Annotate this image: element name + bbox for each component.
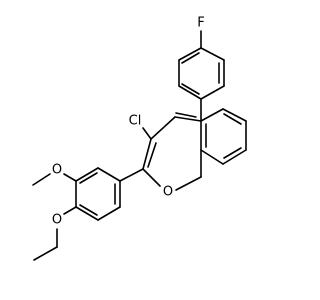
bond xyxy=(200,85,225,100)
bond xyxy=(200,149,224,165)
bond-to-oxygen xyxy=(63,173,77,182)
bond xyxy=(174,116,202,122)
bond xyxy=(97,206,121,221)
bond xyxy=(150,116,176,140)
double-bond-inner xyxy=(181,83,200,95)
bond xyxy=(200,108,224,122)
dimethoxyphenyl-ring xyxy=(75,167,144,221)
bond xyxy=(75,206,99,221)
double-bond-inner xyxy=(223,147,242,159)
fluorine-label: F xyxy=(197,16,204,31)
molecule-canvas: F Cl O O O xyxy=(32,15,247,261)
double-bond-inner xyxy=(79,204,98,216)
double-bond-inner xyxy=(223,113,242,125)
methyl-bond xyxy=(32,173,51,186)
double-bond-inner xyxy=(79,172,98,184)
double-bond-inner xyxy=(175,112,197,118)
bond-to-oxygen xyxy=(63,206,77,215)
oxepine-ring xyxy=(142,98,202,191)
bond-to-chlorine xyxy=(142,127,152,140)
bond-to-oxygen xyxy=(175,176,202,191)
ring-oxygen-label: O xyxy=(163,185,173,200)
chlorine-label: Cl xyxy=(129,114,142,129)
bond-to-oxygen xyxy=(142,168,161,187)
methyl-bond xyxy=(33,246,58,261)
methoxy-lower xyxy=(33,206,77,261)
double-bond-inner xyxy=(181,52,200,64)
bond xyxy=(75,167,99,182)
methoxy-upper xyxy=(32,173,77,186)
bond xyxy=(97,167,121,182)
double-bond-inner xyxy=(147,142,157,168)
methoxy-oxygen-upper-label: O xyxy=(52,163,62,178)
bond xyxy=(222,108,247,122)
benzo-ring xyxy=(200,108,247,178)
structure-diagram: F Cl O O O xyxy=(32,16,247,261)
bond xyxy=(119,168,144,182)
bond xyxy=(200,47,225,61)
fluorophenyl-ring xyxy=(178,30,225,100)
bond xyxy=(178,85,202,100)
bond xyxy=(178,47,202,61)
methoxy-oxygen-lower-label: O xyxy=(52,213,62,228)
bond xyxy=(142,138,152,170)
bond xyxy=(222,149,247,165)
